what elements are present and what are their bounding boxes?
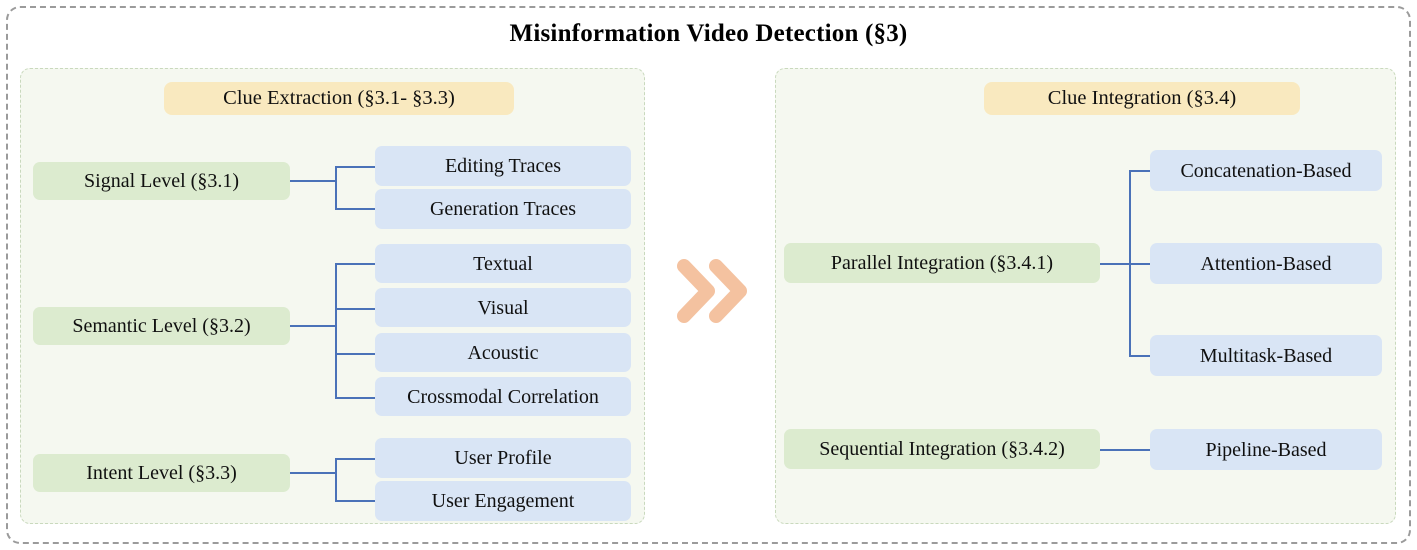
connector-intent-branch-1 <box>335 458 375 460</box>
leaf-box-pipeline-based[interactable]: Pipeline-Based <box>1150 429 1382 470</box>
connector-intent-stem <box>290 472 336 474</box>
connector-signal-branch-1 <box>335 166 375 168</box>
connector-intent-branch-2 <box>335 500 375 502</box>
leaf-box-concatenation-based[interactable]: Concatenation-Based <box>1150 150 1382 191</box>
leaf-box-generation-traces[interactable]: Generation Traces <box>375 189 631 229</box>
category-box-semantic-level[interactable]: Semantic Level (§3.2) <box>33 307 290 345</box>
connector-semantic-branch-4 <box>335 397 375 399</box>
leaf-box-visual[interactable]: Visual <box>375 288 631 327</box>
category-box-signal-level[interactable]: Signal Level (§3.1) <box>33 162 290 200</box>
category-box-sequential-integration[interactable]: Sequential Integration (§3.4.2) <box>784 429 1100 469</box>
connector-signal-bracket <box>335 166 337 209</box>
figure-title: Misinformation Video Detection (§3) <box>509 20 908 47</box>
connector-semantic-bracket <box>335 263 337 398</box>
connector-semantic-branch-2 <box>335 308 375 310</box>
clue-integration-header-box: Clue Integration (§3.4) <box>984 82 1300 115</box>
leaf-box-crossmodal-correlation[interactable]: Crossmodal Correlation <box>375 377 631 416</box>
clue-extraction-header-box: Clue Extraction (§3.1- §3.3) <box>164 82 514 115</box>
leaf-box-textual[interactable]: Textual <box>375 244 631 283</box>
connector-parallel-stem <box>1100 263 1130 265</box>
connector-semantic-stem <box>290 325 336 327</box>
connector-semantic-branch-3 <box>335 353 375 355</box>
category-box-parallel-integration[interactable]: Parallel Integration (§3.4.1) <box>784 243 1100 283</box>
leaf-box-multitask-based[interactable]: Multitask-Based <box>1150 335 1382 376</box>
connector-semantic-branch-1 <box>335 263 375 265</box>
connector-parallel-branch-2 <box>1129 263 1151 265</box>
leaf-box-editing-traces[interactable]: Editing Traces <box>375 146 631 186</box>
category-box-intent-level[interactable]: Intent Level (§3.3) <box>33 454 290 492</box>
double-chevron-right-icon <box>668 248 754 334</box>
connector-sequential-stem <box>1100 449 1151 451</box>
connector-parallel-branch-3 <box>1129 355 1151 357</box>
connector-parallel-branch-1 <box>1129 170 1151 172</box>
leaf-box-user-profile[interactable]: User Profile <box>375 438 631 478</box>
connector-signal-stem <box>290 180 336 182</box>
leaf-box-attention-based[interactable]: Attention-Based <box>1150 243 1382 284</box>
leaf-box-acoustic[interactable]: Acoustic <box>375 333 631 372</box>
leaf-box-user-engagement[interactable]: User Engagement <box>375 481 631 521</box>
connector-intent-bracket <box>335 458 337 501</box>
connector-signal-branch-2 <box>335 208 375 210</box>
